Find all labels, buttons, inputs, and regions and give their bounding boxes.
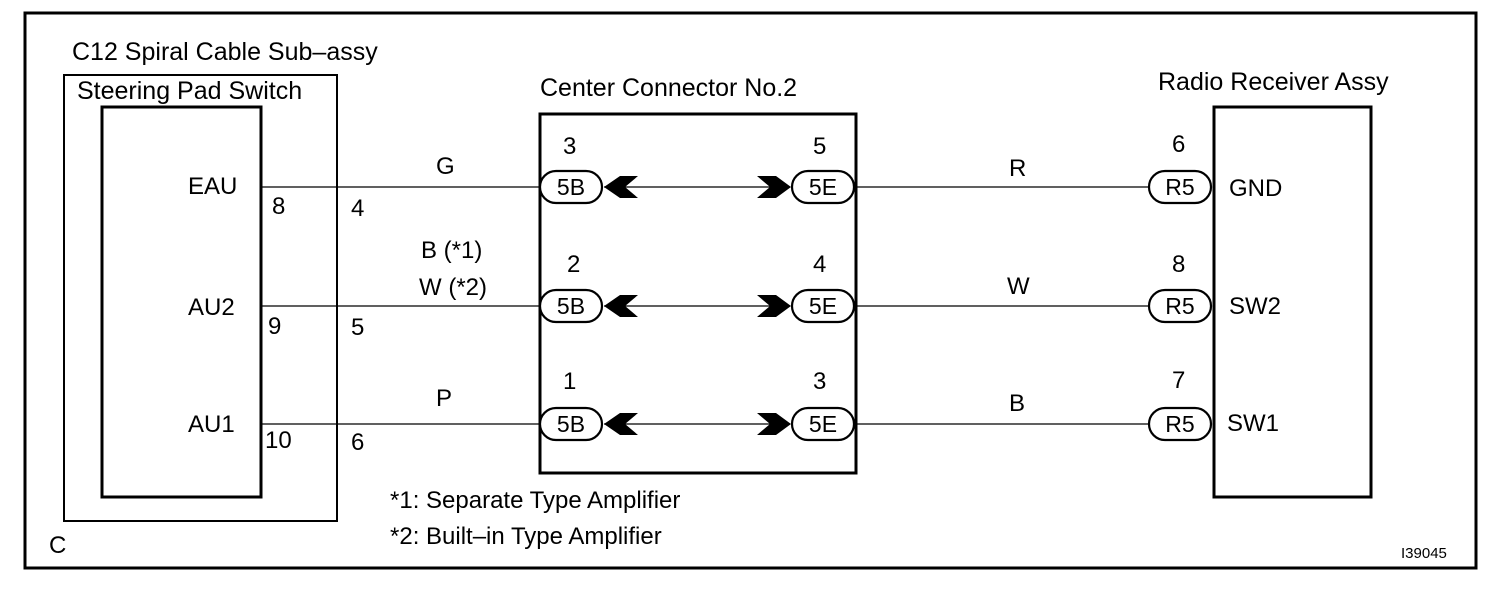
terminal-sw2: SW2 (1229, 293, 1281, 320)
wire-color-w-note2: W (*2) (419, 274, 487, 301)
arrow-left-row3 (604, 413, 638, 435)
figure-id: I39045 (1401, 545, 1447, 562)
plug-5b-label-row2: 5B (557, 293, 585, 319)
plug-5e-row3 (790, 406, 856, 442)
pin-outer-6: 6 (351, 429, 364, 456)
arrow-left-row1 (604, 176, 638, 198)
arrow-right-row3 (757, 413, 791, 435)
plug-5e-label-row2: 5E (809, 293, 837, 319)
pin-inner-10: 10 (265, 427, 292, 454)
center-connector-box (538, 112, 858, 475)
plug-5e-row2 (790, 288, 856, 324)
plug-r5-row1 (1147, 169, 1213, 205)
plug-5e-label-row3: 5E (809, 411, 837, 437)
arrow-left-row2 (604, 295, 638, 317)
plug-r5-label-row2: R5 (1165, 293, 1194, 319)
pin-outer-5: 5 (351, 314, 364, 341)
plug-5b-label-row1: 5B (557, 174, 585, 200)
center-pin-left-1: 1 (563, 368, 576, 395)
plug-r5-label-row1: R5 (1165, 174, 1194, 200)
terminal-au1: AU1 (188, 411, 235, 438)
diagram-frame (23, 11, 1478, 570)
plug-5b-row1 (538, 169, 604, 205)
pin-inner-9: 9 (268, 313, 281, 340)
center-pin-right-3: 3 (813, 368, 826, 395)
plug-r5-label-row3: R5 (1165, 411, 1194, 437)
arrow-right-row1 (757, 176, 791, 198)
plug-5b-row3 (538, 406, 604, 442)
terminal-eau: EAU (188, 173, 237, 200)
steering-pad-switch-box (100, 105, 263, 499)
wire-color-g: G (436, 153, 455, 180)
pin-outer-4: 4 (351, 195, 364, 222)
plug-r5-row2 (1147, 288, 1213, 324)
center-connector-title: Center Connector No.2 (540, 74, 797, 102)
wire-color-r: R (1009, 155, 1026, 182)
corner-label: C (49, 532, 66, 559)
wire-color-p: P (436, 385, 452, 412)
plug-5e-label-row1: 5E (809, 174, 837, 200)
center-pin-right-4: 4 (813, 251, 826, 278)
arrow-right-row2 (757, 295, 791, 317)
terminal-au2: AU2 (188, 294, 235, 321)
footnote-2: *2: Built–in Type Amplifier (390, 523, 662, 550)
center-pin-left-3: 3 (563, 133, 576, 160)
spiral-cable-title: C12 Spiral Cable Sub–assy (72, 38, 378, 66)
plug-5b-row2 (538, 288, 604, 324)
spiral-cable-box (63, 74, 338, 522)
terminal-sw1: SW1 (1227, 410, 1279, 437)
center-pin-right-5: 5 (813, 133, 826, 160)
radio-pin-6: 6 (1172, 131, 1185, 158)
terminal-gnd: GND (1229, 175, 1282, 202)
radio-receiver-title: Radio Receiver Assy (1158, 68, 1389, 96)
pin-inner-8: 8 (272, 193, 285, 220)
radio-pin-8: 8 (1172, 251, 1185, 278)
wire-color-b-note1: B (*1) (421, 237, 482, 264)
center-pin-left-2: 2 (567, 251, 580, 278)
wire-color-w: W (1007, 273, 1030, 300)
plug-5e-row1 (790, 169, 856, 205)
plug-5b-label-row3: 5B (557, 411, 585, 437)
wire-color-b: B (1009, 390, 1025, 417)
steering-pad-switch-title: Steering Pad Switch (77, 77, 302, 105)
footnote-1: *1: Separate Type Amplifier (390, 487, 680, 514)
plug-r5-row3 (1147, 406, 1213, 442)
radio-receiver-box (1212, 105, 1373, 499)
radio-pin-7: 7 (1172, 367, 1185, 394)
